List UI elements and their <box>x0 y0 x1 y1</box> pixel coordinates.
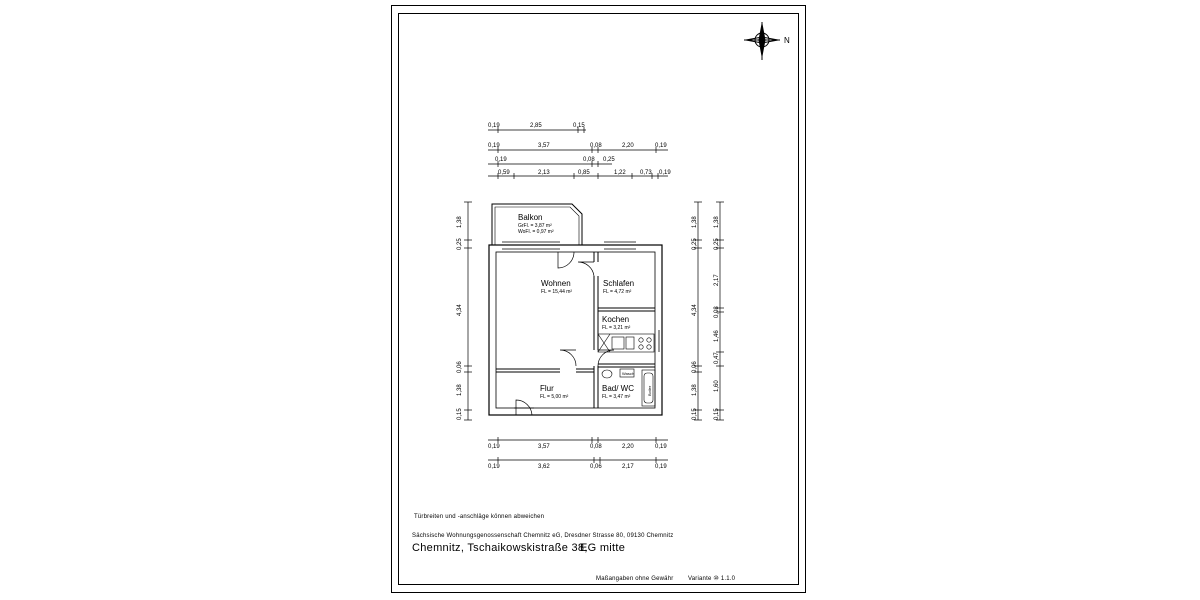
room-bad-area: FL = 3,47 m² <box>602 394 631 400</box>
svg-text:0,06: 0,06 <box>590 464 602 470</box>
svg-text:0,19: 0,19 <box>488 464 500 470</box>
left-dimension-labels: 1,38 0,25 4,34 0,06 1,38 0,15 <box>457 216 463 420</box>
svg-text:4,34: 4,34 <box>692 304 698 316</box>
boiler-label: Boiler <box>647 385 652 396</box>
svg-text:0,08: 0,08 <box>590 444 602 450</box>
svg-text:0,15: 0,15 <box>714 408 720 420</box>
svg-text:0,08: 0,08 <box>590 143 602 149</box>
svg-text:0,25: 0,25 <box>457 238 463 250</box>
svg-text:3,62: 3,62 <box>538 464 550 470</box>
drawing-sheet-outer-border <box>391 5 806 593</box>
svg-text:0,25: 0,25 <box>603 157 615 163</box>
svg-text:1,22: 1,22 <box>614 170 626 176</box>
room-kochen-name: Kochen <box>602 315 629 324</box>
floor-label: EG mitte <box>580 542 626 554</box>
measurement-note: Maßangaben ohne Gewähr <box>596 576 674 582</box>
room-kochen-area: FL = 3,21 m² <box>602 325 631 331</box>
svg-text:1,38: 1,38 <box>457 216 463 228</box>
svg-text:1,38: 1,38 <box>714 216 720 228</box>
room-flur-name: Flur <box>540 384 554 393</box>
bottom-dimension-lines <box>488 437 668 463</box>
door-swings <box>514 251 615 416</box>
svg-text:2,17: 2,17 <box>714 274 720 286</box>
svg-text:0,19: 0,19 <box>488 123 500 129</box>
variant-label: Variante ⑩ 1.1.0 <box>688 576 736 582</box>
svg-text:2,17: 2,17 <box>622 464 634 470</box>
svg-text:0,25: 0,25 <box>714 238 720 250</box>
svg-text:0,15: 0,15 <box>692 408 698 420</box>
svg-text:0,19: 0,19 <box>488 143 500 149</box>
svg-text:3,57: 3,57 <box>538 143 550 149</box>
drawing-sheet-inner-border <box>398 13 799 585</box>
room-wohnen-area: FL = 15,44 m² <box>541 289 572 295</box>
svg-text:1,60: 1,60 <box>714 380 720 392</box>
room-bad-name: Bad/ WC <box>602 384 634 393</box>
right-dimension-lines <box>694 201 724 421</box>
right-dimension-labels: 1,38 0,25 4,34 0,06 1,38 0,15 1,38 0,25 … <box>692 216 720 420</box>
company-note: Sächsische Wohnungsgenossenschaft Chemni… <box>412 533 674 539</box>
svg-text:2,85: 2,85 <box>530 123 542 129</box>
room-balkon-area2: WoFl. = 0,97 m² <box>518 229 554 235</box>
svg-text:4,34: 4,34 <box>457 304 463 316</box>
svg-text:0,06: 0,06 <box>692 361 698 373</box>
washer-label: Wasch <box>622 371 634 376</box>
room-labels: Balkon GrFl. = 3,87 m² WoFl. = 0,97 m² W… <box>518 213 634 400</box>
svg-text:0,73: 0,73 <box>640 170 652 176</box>
svg-text:0,08: 0,08 <box>714 306 720 318</box>
svg-text:1,38: 1,38 <box>692 384 698 396</box>
left-dimension-lines <box>464 201 472 421</box>
svg-text:0,19: 0,19 <box>659 170 671 176</box>
svg-text:1,46: 1,46 <box>714 330 720 342</box>
svg-text:2,20: 2,20 <box>622 444 634 450</box>
svg-text:2,13: 2,13 <box>538 170 550 176</box>
room-wohnen-name: Wohnen <box>541 279 571 288</box>
svg-text:0,25: 0,25 <box>692 238 698 250</box>
svg-text:0,06: 0,06 <box>457 361 463 373</box>
kitchen-counter <box>597 333 655 353</box>
balcony-walls <box>491 203 583 245</box>
svg-text:0,19: 0,19 <box>655 143 667 149</box>
svg-text:1,38: 1,38 <box>457 384 463 396</box>
svg-text:1,38: 1,38 <box>692 216 698 228</box>
svg-text:0,15: 0,15 <box>457 408 463 420</box>
bathroom-fixtures <box>601 368 656 407</box>
apartment-walls <box>488 241 663 416</box>
svg-text:0,47: 0,47 <box>714 352 720 364</box>
room-schlafen-name: Schlafen <box>603 279 634 288</box>
svg-text:0,19: 0,19 <box>495 157 507 163</box>
top-dimension-labels: 0,19 2,85 0,15 0,19 3,57 0,08 2,20 0,19 … <box>488 123 671 176</box>
room-balkon-name: Balkon <box>518 213 542 222</box>
room-schlafen-area: FL = 4,72 m² <box>603 289 632 295</box>
svg-text:0,59: 0,59 <box>498 170 510 176</box>
address-line: Chemnitz, Tschaikowskistraße 38, <box>412 542 588 554</box>
svg-text:3,57: 3,57 <box>538 444 550 450</box>
svg-text:0,15: 0,15 <box>573 123 585 129</box>
svg-text:0,19: 0,19 <box>655 464 667 470</box>
disclaimer-note: Türbreiten und -anschläge können abweich… <box>414 514 545 520</box>
top-dimension-lines <box>488 127 668 179</box>
svg-text:2,20: 2,20 <box>622 143 634 149</box>
room-flur-area: FL = 5,00 m² <box>540 394 569 400</box>
north-arrow-icon <box>744 22 780 60</box>
room-balkon-area1: GrFl. = 3,87 m² <box>518 223 552 229</box>
svg-text:0,19: 0,19 <box>488 444 500 450</box>
svg-text:0,08: 0,08 <box>583 157 595 163</box>
svg-text:0,19: 0,19 <box>655 444 667 450</box>
svg-text:0,85: 0,85 <box>578 170 590 176</box>
north-label: N <box>784 36 790 45</box>
bottom-dimension-labels: 0,19 3,57 0,08 2,20 0,19 0,19 3,62 0,06 … <box>488 444 667 470</box>
